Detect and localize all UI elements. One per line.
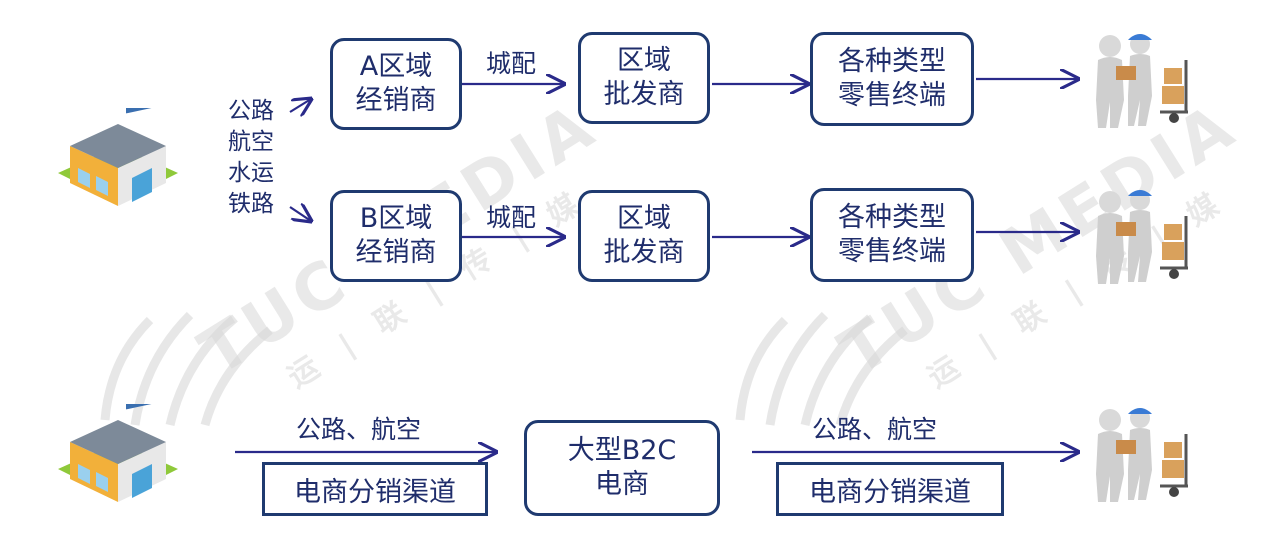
ecom-route-right: 公路、航空: [812, 415, 938, 444]
arrow-mode-to-b: [289, 207, 311, 221]
delivery-person-icon: [1096, 408, 1188, 502]
retail-b-line1: 各种类型: [838, 202, 946, 233]
watermark-swoosh-icon: [735, 311, 908, 427]
retail-a-line2: 零售终端: [838, 80, 946, 111]
wholesale-b-box: 区域 批发商: [578, 190, 710, 282]
wholesale-a-box: 区域 批发商: [578, 32, 710, 124]
wholesale-a-line1: 区域: [617, 45, 671, 76]
warehouse-icon: [58, 108, 178, 206]
wholesale-a-line2: 批发商: [603, 79, 685, 110]
ecom-channel-right-box: 电商分销渠道: [776, 462, 1004, 516]
mode-air: 航空: [228, 129, 274, 155]
mode-rail: 铁路: [228, 191, 274, 217]
mode-water: 水运: [228, 160, 274, 186]
b2c-line1: 大型B2C: [567, 435, 677, 466]
link-label-a: 城配: [486, 49, 537, 78]
dealer-b-line2: 经销商: [355, 237, 437, 268]
wholesale-b-line2: 批发商: [603, 237, 685, 268]
mode-road: 公路: [228, 98, 274, 124]
warehouse-icon: [58, 404, 178, 502]
retail-b-line2: 零售终端: [838, 236, 946, 267]
dealer-b-line1: B区域: [359, 203, 433, 234]
retail-b-box: 各种类型 零售终端: [810, 188, 974, 282]
b2c-line2: 电商: [595, 469, 649, 500]
dealer-a-box: A区域 经销商: [330, 38, 462, 130]
arrow-mode-to-a: [289, 99, 311, 112]
ecom-route-left: 公路、航空: [296, 415, 422, 444]
transport-modes: 公路 航空 水运 铁路: [228, 96, 274, 220]
watermark-swoosh-icon: [100, 311, 273, 427]
ecom-channel-left-box: 电商分销渠道: [262, 462, 488, 516]
wholesale-b-line1: 区域: [617, 203, 671, 234]
retail-a-line1: 各种类型: [838, 46, 946, 77]
b2c-platform-box: 大型B2C 电商: [524, 420, 720, 516]
retail-a-box: 各种类型 零售终端: [810, 32, 974, 126]
dealer-a-line1: A区域: [359, 51, 433, 82]
link-label-b: 城配: [486, 203, 537, 232]
dealer-a-line2: 经销商: [355, 85, 437, 116]
ecom-channel-left-label: 电商分销渠道: [294, 476, 456, 508]
dealer-b-box: B区域 经销商: [330, 190, 462, 282]
delivery-person-icon: [1096, 34, 1188, 128]
delivery-person-icon: [1096, 190, 1188, 284]
ecom-channel-right-label: 电商分销渠道: [809, 476, 971, 508]
